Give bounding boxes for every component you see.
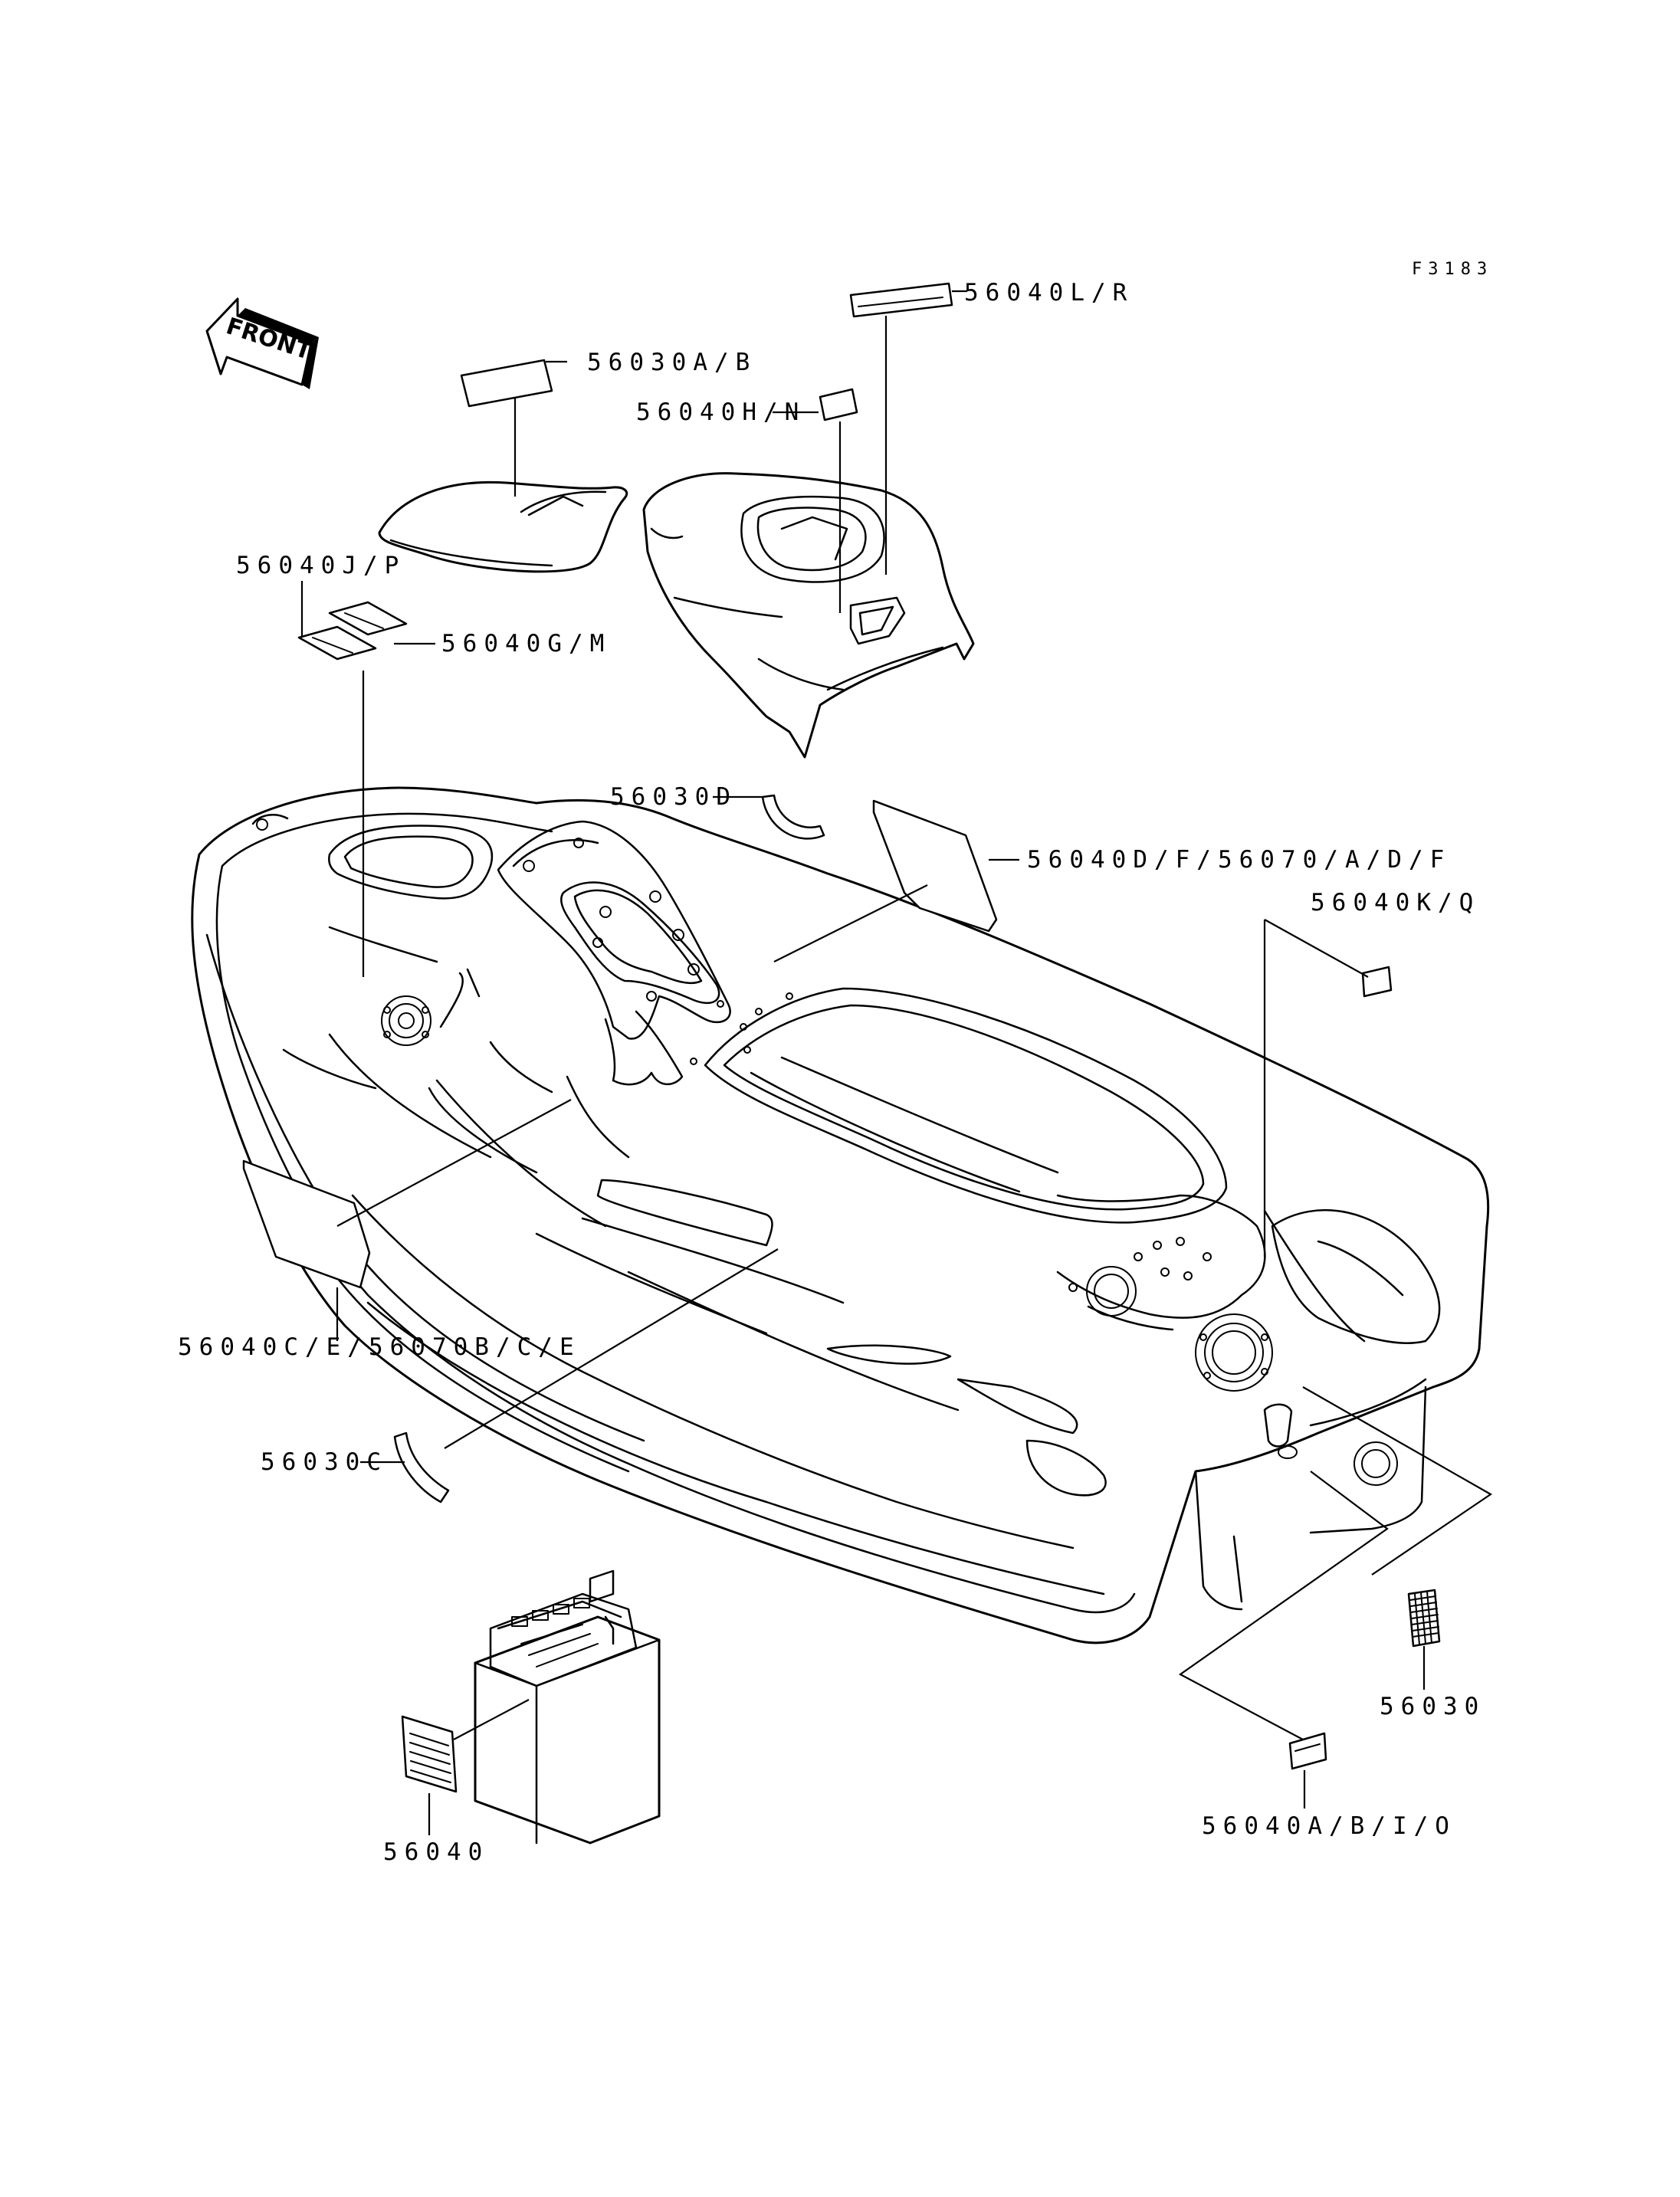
- leader-lines: [300, 290, 1493, 1835]
- battery: [474, 1569, 661, 1844]
- callout-56040: 56040: [383, 1838, 489, 1866]
- callout-56040gm: 56040G/M: [441, 630, 611, 657]
- decal-56030-grid: [1407, 1589, 1441, 1648]
- decal-56040abio: [1288, 1732, 1327, 1770]
- figure-code: F3183: [1412, 260, 1493, 279]
- decal-56040hn: [819, 388, 858, 421]
- decal-56030ab: [460, 359, 553, 408]
- callout-56040kq: 56040K/Q: [1311, 889, 1480, 917]
- decal-56040ce: [242, 1159, 371, 1289]
- callout-56030d: 56030D: [610, 783, 737, 811]
- decal-56040gm: [328, 601, 408, 636]
- callout-56040lr: 56040L/R: [964, 279, 1134, 307]
- callout-56040hn: 56040H/N: [636, 398, 806, 426]
- callout-56030: 56030: [1380, 1693, 1485, 1720]
- decal-56040lr: [849, 282, 953, 318]
- decal-56040df: [872, 799, 998, 933]
- callout-56040df: 56040D/F/56070/A/D/F: [1027, 846, 1451, 874]
- hull: [191, 786, 1490, 1644]
- callout-56040ce: 56040C/E/56070B/C/E: [178, 1333, 581, 1361]
- decal-56030c: [393, 1431, 450, 1503]
- decal-56040-battery: [401, 1715, 458, 1793]
- callout-56040abio: 56040A/B/I/O: [1202, 1812, 1456, 1840]
- decal-56040kq: [1361, 966, 1393, 998]
- decal-56030d: [761, 794, 825, 840]
- callout-56040jp: 56040J/P: [236, 552, 405, 579]
- callout-56030c: 56030C: [261, 1448, 388, 1476]
- callout-56030ab: 56030A/B: [587, 349, 756, 376]
- decal-56040jp: [297, 625, 377, 661]
- front-arrow-icon: FRONT: [205, 297, 319, 389]
- deck-cover: [642, 472, 975, 759]
- seat: [378, 480, 628, 573]
